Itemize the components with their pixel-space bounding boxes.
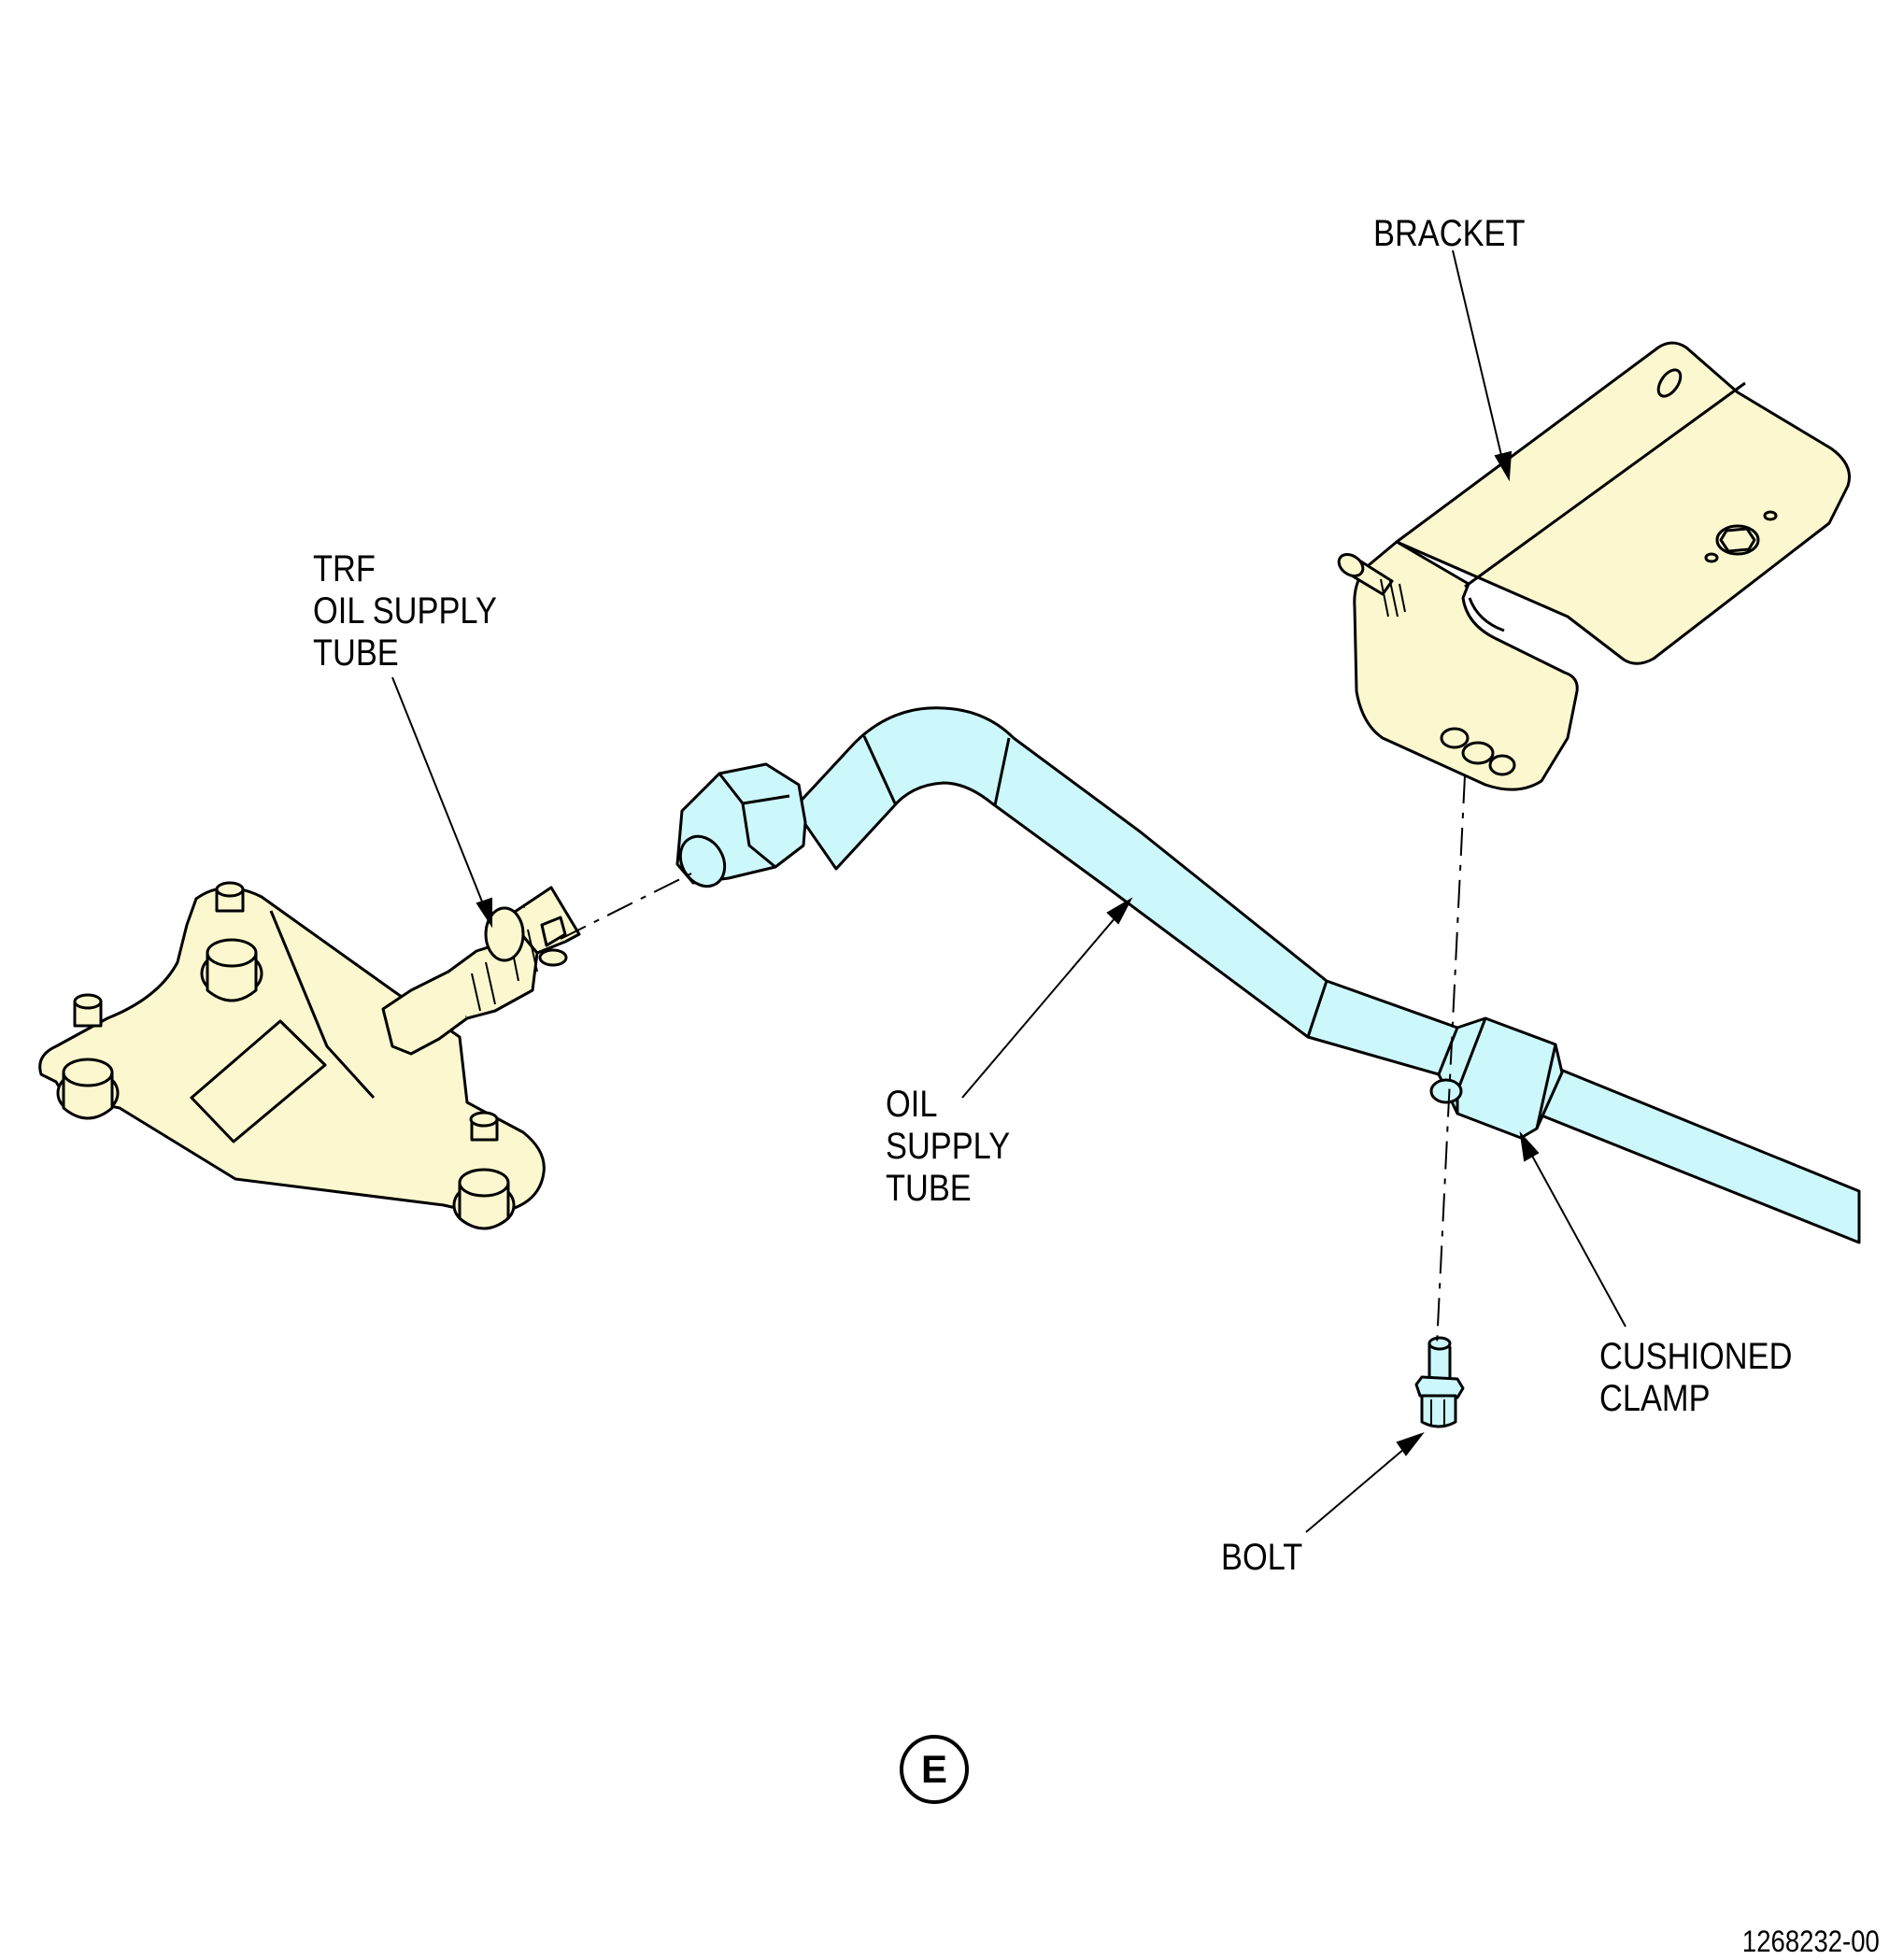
trf-label-line-2: OIL SUPPLY (313, 590, 497, 632)
oil-supply-tube-line-2: SUPPLY (886, 1126, 1011, 1167)
mount-bolt (200, 881, 263, 1002)
oil-supply-tube-line-3: TUBE (886, 1168, 972, 1209)
leader-lines (391, 249, 1626, 1533)
oil-supply-tube-line-1: OIL (886, 1084, 938, 1125)
mount-bolt (452, 1111, 516, 1230)
trf-oil-supply-tube-assembly (38, 881, 581, 1230)
oil-supply-tube (675, 706, 1861, 1244)
bolt-label: BOLT (1221, 1537, 1302, 1579)
cushioned-clamp-line-2: CLAMP (1599, 1378, 1711, 1419)
bracket-label-text: BRACKET (1373, 213, 1526, 254)
bracket (1337, 341, 1851, 791)
mount-bolt (56, 993, 120, 1120)
view-indicator: E (900, 1735, 969, 1804)
trf-label-line-1: TRF (313, 548, 376, 589)
bracket-label: BRACKET (1373, 213, 1525, 255)
trf-label-line-3: TUBE (313, 632, 399, 674)
figure-number: 1268232-00 (1742, 1924, 1880, 1958)
center-lines (560, 774, 1466, 1346)
bolt-label-text: BOLT (1221, 1537, 1303, 1578)
trf-oil-supply-tube-label: TRF OIL SUPPLY TUBE (313, 548, 497, 675)
cushioned-clamp-line-1: CUSHIONED (1599, 1336, 1793, 1377)
bolt (1414, 1336, 1465, 1428)
cushioned-clamp (1429, 1016, 1564, 1140)
oil-supply-tube-label: OIL SUPPLY TUBE (886, 1084, 1010, 1210)
view-letter: E (920, 1747, 947, 1791)
cushioned-clamp-label: CUSHIONED CLAMP (1599, 1336, 1792, 1420)
